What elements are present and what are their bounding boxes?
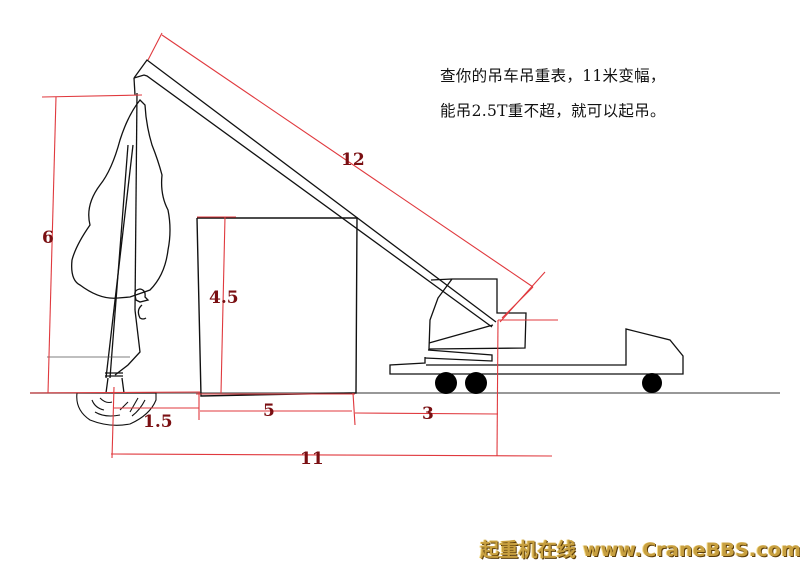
truck-crane-icon: [389, 278, 684, 394]
site-watermark: 起重机在线 www.CraneBBS.com: [480, 539, 800, 561]
wheel-icon: [465, 372, 487, 394]
instruction-note-line-1: 查你的吊车吊重表，11米变幅，: [440, 67, 666, 85]
dimension-lines: [29, 32, 558, 459]
wheel-icon: [642, 373, 662, 393]
instruction-note-line-2: 能吊2.5T重不超，就可以起吊。: [440, 102, 666, 120]
crane-boom: [133, 59, 497, 328]
dimension-label-tree-height: 6: [42, 228, 54, 248]
tree-icon: [47, 92, 171, 394]
dimension-label-tree-to-wall: 1.5: [143, 412, 173, 432]
wall: [196, 217, 358, 397]
dimension-label-boom-length: 12: [341, 150, 365, 170]
dimension-label-wall-height: 4.5: [209, 288, 239, 308]
dimension-label-wall-to-crane: 3: [422, 404, 434, 424]
dimension-label-wall-width: 5: [263, 401, 275, 421]
dimension-label-working-radius: 11: [300, 449, 324, 469]
wheel-icon: [435, 372, 457, 394]
